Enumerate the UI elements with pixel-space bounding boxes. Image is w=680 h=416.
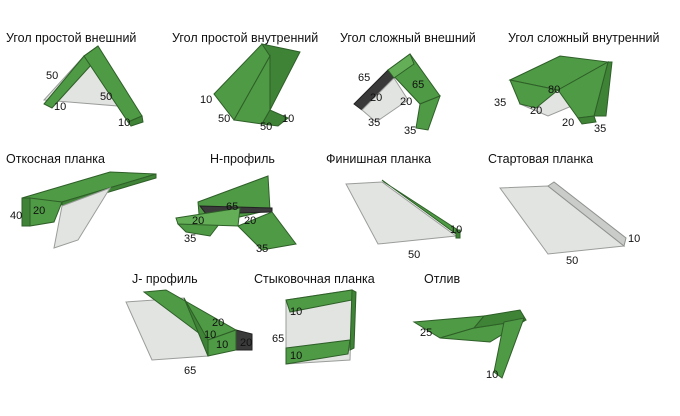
dim-label: 50: [218, 113, 230, 125]
dim-label: 65: [412, 79, 424, 91]
title-simple-outer-corner: Угол простой внешний: [6, 31, 137, 45]
dim-label: 65: [272, 333, 284, 345]
h-profile-shape: 65 20 20 35 35: [175, 175, 297, 255]
joining-strip-shape: 10 65 10: [272, 289, 357, 365]
title-drip-edge: Отлив: [424, 272, 461, 286]
dim-label: 65: [358, 72, 370, 84]
dim-label: 25: [420, 327, 432, 339]
dim-label: 40: [10, 210, 22, 222]
simple-inner-corner-shape: 10 50 50 10: [200, 43, 301, 133]
title-start-strip: Стартовая планка: [488, 152, 594, 166]
dim-label: 10: [200, 94, 212, 106]
title-h-profile: Н-профиль: [210, 152, 275, 166]
dim-label: 35: [256, 243, 268, 255]
dim-label: 20: [212, 317, 224, 329]
slope-strip-shape: 40 20: [10, 171, 157, 249]
dim-label: 20: [240, 337, 252, 349]
j-profile-shape: 20 10 20 10 65: [125, 289, 253, 377]
dim-label: 65: [226, 201, 238, 213]
title-slope-strip: Откосная планка: [6, 152, 105, 166]
dim-label: 20: [562, 117, 574, 129]
dim-label: 35: [594, 123, 606, 135]
start-strip-shape: 10 50: [499, 181, 640, 267]
title-complex-inner-corner: Угол сложный внутренний: [508, 31, 660, 45]
dim-label: 20: [244, 215, 256, 227]
title-joining-strip: Стыковочная планка: [254, 272, 375, 286]
dim-label: 10: [628, 233, 640, 245]
complex-outer-corner-shape: 65 20 65 20 35 35: [353, 53, 441, 137]
dim-label: 50: [566, 255, 578, 267]
dim-label: 50: [46, 70, 58, 82]
dim-label: 50: [260, 121, 272, 133]
dim-label: 50: [100, 91, 112, 103]
dim-label: 10: [204, 329, 216, 341]
finish-strip-shape: 10 50: [345, 179, 462, 261]
dim-label: 50: [408, 249, 420, 261]
dim-label: 35: [494, 97, 506, 109]
dim-label: 10: [54, 101, 66, 113]
title-simple-inner-corner: Угол простой внутренний: [172, 31, 319, 45]
dim-label: 20: [530, 105, 542, 117]
complex-inner-corner-shape: 80 35 20 20 35: [494, 55, 613, 135]
title-j-profile: J- профиль: [132, 272, 198, 286]
dim-label: 80: [548, 84, 560, 96]
simple-outer-corner-shape: 50 10 50 10: [42, 45, 144, 129]
dim-label: 20: [400, 96, 412, 108]
dim-label: 10: [118, 117, 130, 129]
title-complex-outer-corner: Угол сложный внешний: [340, 31, 476, 45]
dim-label: 10: [486, 369, 498, 381]
drip-edge-shape: 25 10: [412, 309, 527, 381]
dim-label: 10: [290, 306, 302, 318]
dim-label: 20: [33, 205, 45, 217]
dim-label: 10: [290, 350, 302, 362]
dim-label: 20: [370, 92, 382, 104]
dim-label: 10: [450, 224, 462, 236]
dim-label: 35: [404, 125, 416, 137]
dim-label: 35: [368, 117, 380, 129]
title-finish-strip: Финишная планка: [326, 152, 432, 166]
dim-label: 10: [216, 339, 228, 351]
dim-label: 65: [184, 365, 196, 377]
dim-label: 35: [184, 233, 196, 245]
dim-label: 10: [282, 113, 294, 125]
dim-label: 20: [192, 215, 204, 227]
